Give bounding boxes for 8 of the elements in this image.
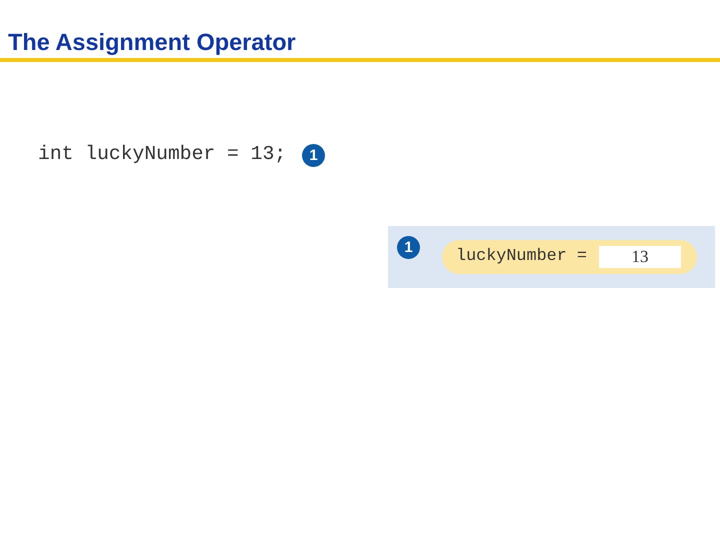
- value-box: 13: [599, 246, 681, 268]
- shaded-panel: [388, 226, 715, 288]
- variable-pill: [442, 240, 697, 274]
- code-line: int luckyNumber = 13;: [38, 143, 286, 165]
- callout-number: 1: [397, 236, 420, 259]
- callout-number: 1: [302, 144, 325, 167]
- variable-name: luckyNumber =: [456, 246, 587, 268]
- slide-title: The Assignment Operator: [8, 29, 296, 56]
